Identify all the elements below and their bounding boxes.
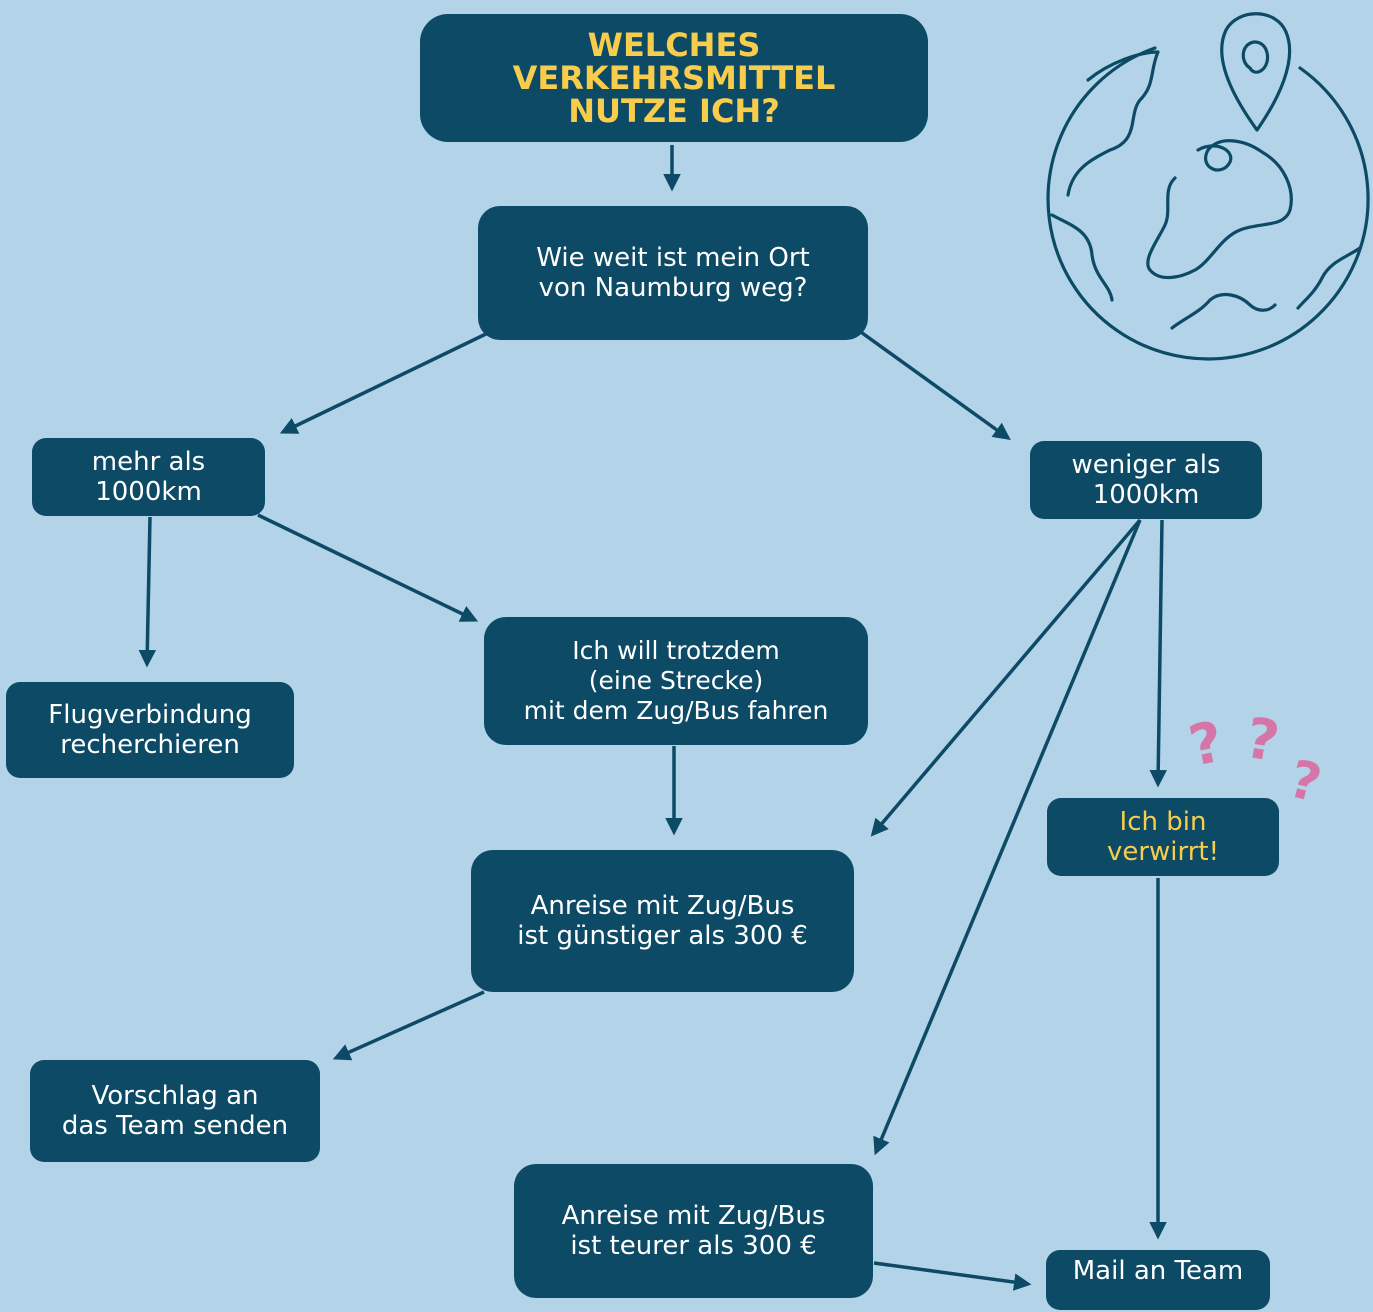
cheaper-than-300-node: Anreise mit Zug/Bus ist günstiger als 30… xyxy=(471,850,854,992)
mail-team-node: Mail an Team xyxy=(1046,1250,1270,1310)
title-node: WELCHES VERKEHRSMITTEL NUTZE ICH? xyxy=(420,14,928,142)
arrow-question-to-more xyxy=(279,330,491,434)
confused-node: Ich bin verwirrt! xyxy=(1047,798,1279,876)
train-anyway-node: Ich will trotzdem (eine Strecke) mit dem… xyxy=(484,617,868,745)
arrow-less-to-confused xyxy=(1149,519,1167,788)
flight-research-node: Flugverbindung recherchieren xyxy=(6,682,294,778)
less-than-1000km-node: weniger als 1000km xyxy=(1030,441,1262,519)
arrow-cheaper-to-suggestion xyxy=(332,990,485,1061)
suggestion-to-team-node: Vorschlag an das Team senden xyxy=(30,1060,320,1162)
arrow-expensive-to-mail xyxy=(873,1261,1032,1291)
arrow-question-to-less xyxy=(856,328,1011,441)
arrow-more-to-flight xyxy=(138,516,157,668)
distance-question-node: Wie weit ist mein Ort von Naumburg weg? xyxy=(478,206,868,340)
more-expensive-than-300-node: Anreise mit Zug/Bus ist teurer als 300 € xyxy=(514,1164,873,1298)
arrow-more-to-train xyxy=(257,513,479,622)
arrow-less-to-cheaper xyxy=(870,518,1142,837)
arrow-less-to-expensive xyxy=(873,519,1142,1156)
more-than-1000km-node: mehr als 1000km xyxy=(32,438,265,516)
